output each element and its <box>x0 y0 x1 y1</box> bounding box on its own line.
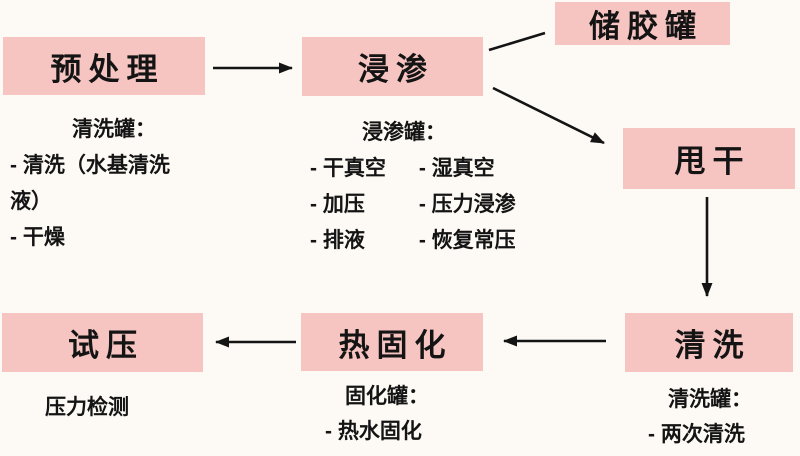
note-impregnation-row: - 排液 - 恢复常压 <box>310 223 516 259</box>
note-pretreatment-title: 清洗罐： <box>72 118 156 141</box>
note-wash: 清洗罐： - 两次清洗 <box>648 382 752 452</box>
note-impregnation-row: - 干真空 - 湿真空 <box>310 151 516 187</box>
node-cure-label: 热固化 <box>338 327 453 363</box>
note-pretreatment: 清洗罐： - 清洗（水基清洗 液） - 干燥 <box>10 112 170 256</box>
note-pretreatment-line: 液） <box>10 190 52 213</box>
note-impregnation-title: 浸渗罐： <box>362 121 446 144</box>
note-impregnation-item: - 排液 <box>310 229 365 252</box>
note-cure-title: 固化罐： <box>345 385 429 408</box>
note-impregnation-item: - 干真空 <box>310 157 386 180</box>
node-pressure-test-label: 试压 <box>68 328 144 363</box>
node-impregnation: 浸渗 <box>302 37 483 96</box>
node-pretreatment: 预处理 <box>3 37 205 95</box>
node-pretreatment-label: 预处理 <box>50 51 165 87</box>
node-wash-label: 清洗 <box>674 328 751 363</box>
note-cure-line: - 热水固化 <box>325 420 422 443</box>
note-wash-title: 清洗罐： <box>668 388 752 411</box>
note-pressure-test: 压力检测 <box>45 390 129 425</box>
node-wash: 清洗 <box>625 313 793 372</box>
node-glue-tank-label: 储胶罐 <box>589 9 703 44</box>
note-impregnation: 浸渗罐： - 干真空 - 湿真空 - 加压 - 压力浸渗 - 排液 - 恢复常压 <box>310 115 516 259</box>
note-pressure-test-line: 压力检测 <box>45 396 129 419</box>
note-pretreatment-line: - 干燥 <box>10 226 65 249</box>
node-glue-tank: 储胶罐 <box>555 2 730 45</box>
note-pretreatment-line: - 清洗（水基清洗 <box>10 154 170 177</box>
line-impregnation-glue-tank <box>488 31 546 52</box>
note-cure: 固化罐： - 热水固化 <box>325 379 429 449</box>
note-impregnation-item: - 恢复常压 <box>418 229 516 252</box>
note-impregnation-item: - 湿真空 <box>418 157 495 180</box>
node-cure: 热固化 <box>301 313 483 371</box>
node-pressure-test: 试压 <box>2 313 203 372</box>
note-impregnation-item: - 压力浸渗 <box>418 193 516 216</box>
node-spin-dry-label: 甩干 <box>674 144 751 179</box>
note-impregnation-row: - 加压 - 压力浸渗 <box>310 187 516 223</box>
node-spin-dry: 甩干 <box>623 128 795 189</box>
node-impregnation-label: 浸渗 <box>358 52 434 87</box>
note-wash-line: - 两次清洗 <box>648 423 745 446</box>
note-impregnation-item: - 加压 <box>310 193 365 216</box>
